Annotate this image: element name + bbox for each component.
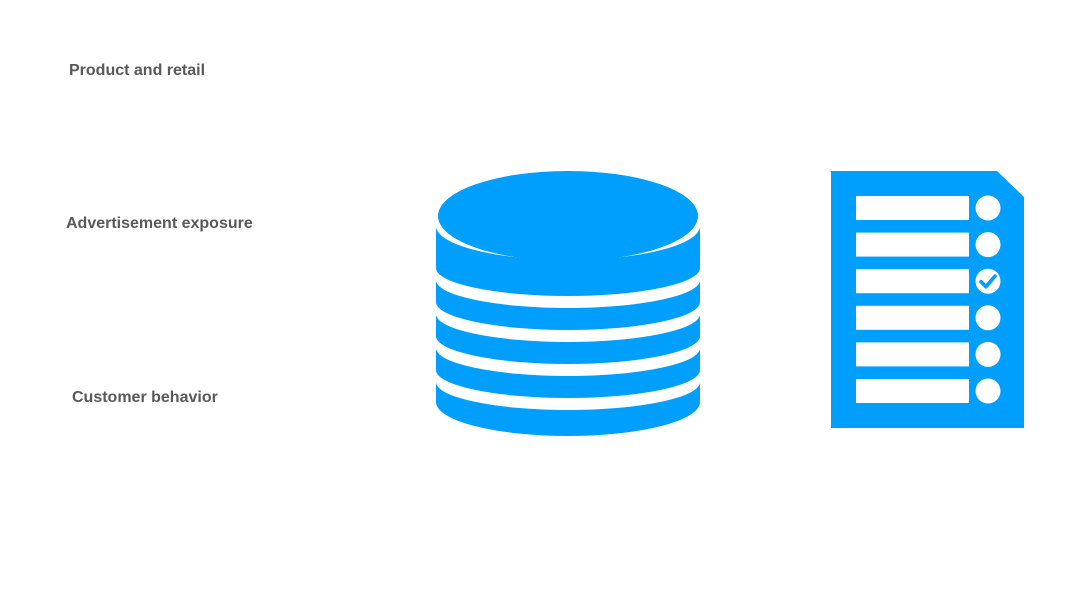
checkbox-empty-icon	[975, 305, 1001, 331]
checklist-line-5	[856, 342, 969, 367]
checklist-line-3	[856, 269, 969, 294]
checklist-line-1	[856, 196, 969, 220]
checklist-line-4	[856, 305, 969, 330]
database-discs	[436, 171, 700, 436]
check-mark-icon	[979, 274, 997, 289]
checklist-line-6	[856, 379, 969, 403]
checkbox-empty-icon	[975, 341, 1001, 367]
checklist-line-2	[856, 232, 969, 257]
database-layer-4	[436, 314, 700, 364]
checkbox-empty-icon	[975, 378, 1001, 404]
database-layer-6	[436, 382, 700, 436]
database-layer-5	[436, 348, 700, 398]
label-product-and-retail: Product and retail	[69, 62, 206, 79]
checkbox-empty-icon	[975, 232, 1001, 258]
checkbox-checked-icon	[975, 268, 1001, 294]
database-layer-3	[436, 280, 700, 330]
database-top	[438, 171, 698, 261]
checklist-rows	[856, 195, 1001, 404]
label-advertisement-exposure: Advertisement exposure	[66, 215, 253, 232]
label-customer-behavior: Customer behavior	[72, 389, 218, 406]
checklist-document-icon	[831, 171, 1024, 428]
checkbox-empty-icon	[975, 195, 1001, 221]
database-icon	[436, 171, 700, 436]
